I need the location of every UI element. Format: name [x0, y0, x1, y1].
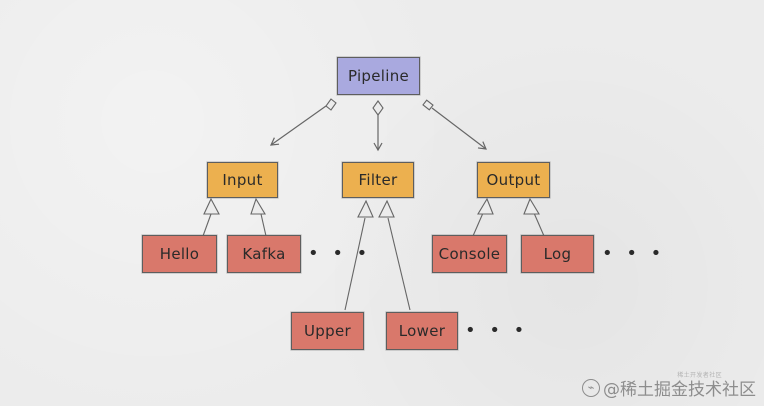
- kafka-node: Kafka: [227, 235, 301, 273]
- console-label: Console: [438, 245, 501, 263]
- lower-label: Lower: [398, 322, 446, 340]
- root-to-input-connector: [270, 98, 337, 146]
- circle-at-icon: ⌁: [582, 378, 600, 397]
- input-label: Input: [222, 171, 263, 189]
- hello-to-input-connector: [202, 197, 220, 237]
- kafka-label: Kafka: [242, 245, 286, 263]
- hello-node: Hello: [142, 235, 217, 273]
- console-node: Console: [432, 235, 507, 273]
- log-node: Log: [521, 235, 594, 273]
- output-label: Output: [486, 171, 541, 189]
- input-node: Input: [207, 162, 278, 198]
- log-label: Log: [543, 245, 572, 263]
- upper-node: Upper: [291, 312, 364, 350]
- log-to-output-connector: [523, 197, 545, 237]
- filter-label: Filter: [358, 171, 398, 189]
- root-to-output-connector: [422, 99, 487, 150]
- watermark-subtext: 稀土开发者社区: [677, 372, 722, 379]
- filter-ellipsis: • • •: [465, 320, 529, 341]
- lower-node: Lower: [386, 312, 458, 350]
- output-node: Output: [477, 162, 550, 198]
- watermark-brand: @稀土掘金技术社区: [603, 380, 756, 400]
- output-ellipsis: • • •: [602, 243, 666, 264]
- watermark: ⌁ @稀土掘金技术社区: [582, 375, 756, 400]
- upper-label: Upper: [304, 322, 351, 340]
- pipeline-node: Pipeline: [337, 57, 420, 95]
- input-ellipsis: • • •: [308, 243, 372, 264]
- root-to-filter-connector: [372, 100, 384, 152]
- console-to-output-connector: [472, 197, 494, 237]
- hello-label: Hello: [159, 245, 200, 263]
- lower-to-filter-connector: [378, 199, 411, 311]
- filter-node: Filter: [342, 162, 414, 198]
- pipeline-label: Pipeline: [347, 67, 410, 85]
- kafka-to-input-connector: [250, 197, 267, 237]
- upper-to-filter-connector: [344, 199, 374, 311]
